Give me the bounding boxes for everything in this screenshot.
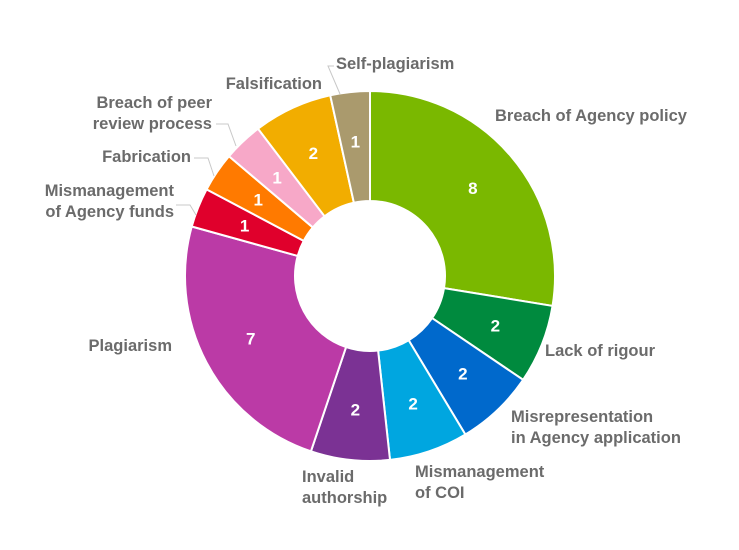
slice-breach-of-agency-policy: [369, 89, 556, 308]
value-label: 2: [309, 144, 318, 163]
value-label: 2: [458, 365, 467, 384]
slice-plagiarism: [184, 225, 348, 453]
value-label: 2: [491, 316, 500, 335]
value-label: 2: [351, 401, 360, 420]
leader-line: [194, 157, 215, 177]
value-label: 7: [246, 330, 255, 349]
donut-slices: [184, 89, 556, 463]
value-label: 1: [240, 217, 249, 236]
leader-line: [176, 204, 197, 216]
value-label: 8: [468, 179, 477, 198]
category-label: Falsification: [226, 75, 322, 93]
value-label: 1: [272, 168, 281, 187]
category-label: Plagiarism: [89, 337, 172, 355]
leader-line: [327, 65, 341, 95]
category-label: Self-plagiarism: [336, 55, 454, 73]
category-label: Fabrication: [102, 148, 191, 166]
leader-lines: [176, 65, 341, 216]
value-label: 1: [351, 132, 360, 151]
category-label: Lack of rigour: [545, 342, 656, 360]
slice-self-plagiarism: [329, 89, 371, 204]
category-label: Breach of Agency policy: [495, 107, 688, 125]
leader-line: [216, 123, 237, 147]
value-label: 1: [254, 191, 263, 210]
value-label: 2: [408, 394, 417, 413]
